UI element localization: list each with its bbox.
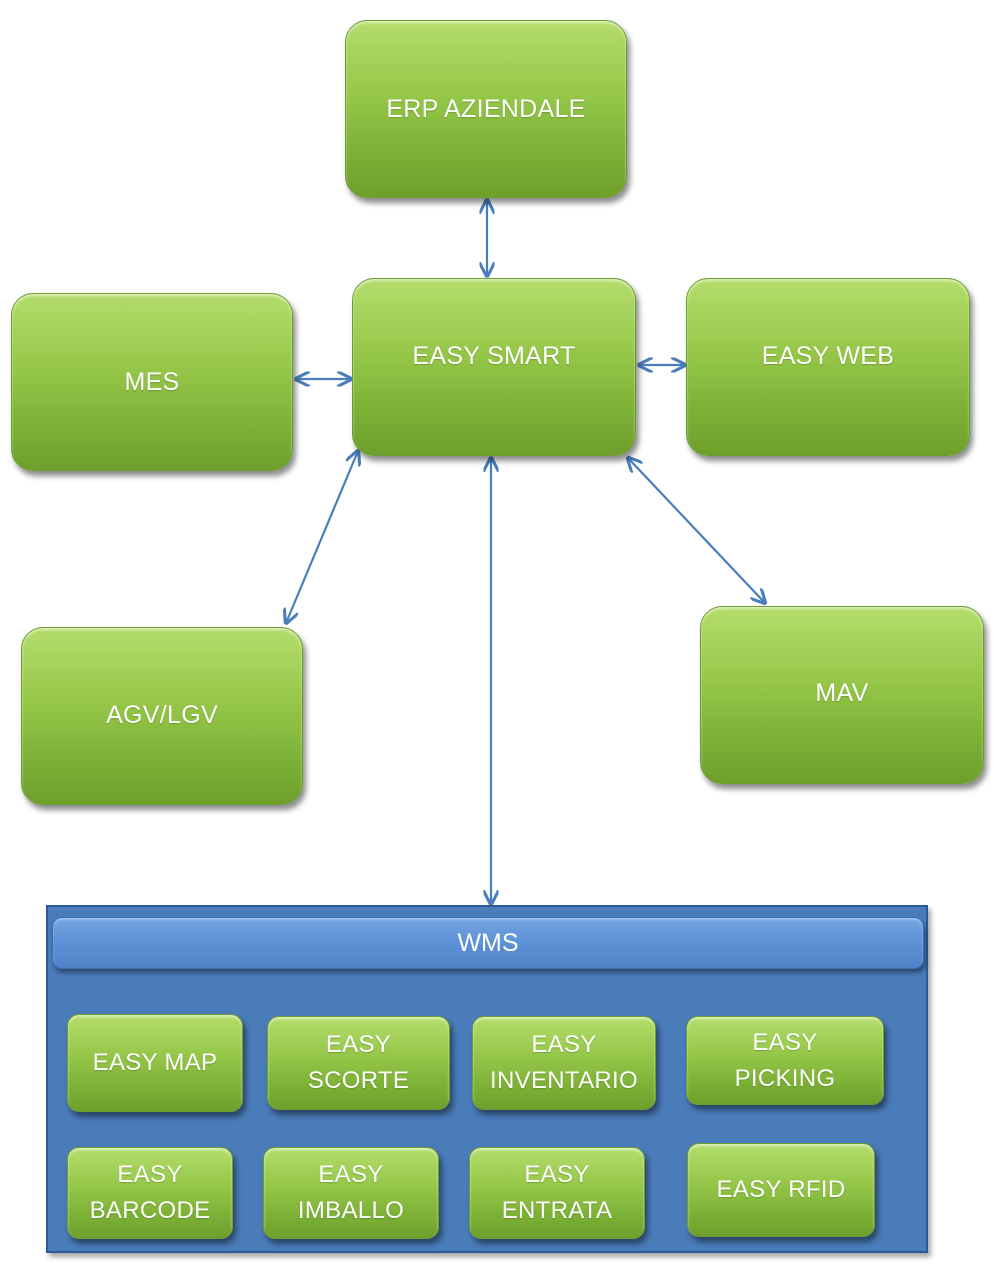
node-agv-lgv-label: AGV/LGV	[106, 701, 218, 729]
module-easy-picking: EASY PICKING	[686, 1016, 884, 1105]
module-easy-imballo: EASY IMBALLO	[263, 1147, 439, 1239]
module-easy-inventario: EASY INVENTARIO	[472, 1016, 656, 1110]
node-easy-smart-label: EASY SMART	[412, 342, 576, 370]
module-easy-rfid-label: EASY RFID	[716, 1176, 846, 1203]
node-erp-aziendale: ERP AZIENDALE	[345, 20, 627, 198]
module-easy-barcode-label: EASY BARCODE	[89, 1161, 211, 1224]
node-agv-lgv: AGV/LGV	[21, 627, 303, 805]
module-easy-imballo-label: EASY IMBALLO	[297, 1161, 405, 1224]
module-easy-rfid: EASY RFID	[687, 1143, 875, 1237]
module-easy-scorte: EASY SCORTE	[267, 1016, 450, 1110]
wms-title: WMS	[457, 928, 519, 957]
module-easy-map-label: EASY MAP	[92, 1049, 218, 1076]
node-mes-label: MES	[124, 368, 180, 396]
node-mav-label: MAV	[815, 679, 869, 707]
module-easy-map: EASY MAP	[67, 1014, 243, 1112]
node-erp-aziendale-label: ERP AZIENDALE	[386, 95, 586, 123]
module-easy-barcode: EASY BARCODE	[67, 1147, 233, 1239]
arrow-easy-smart-agv	[286, 451, 358, 623]
node-easy-smart: EASY SMART	[352, 278, 636, 456]
module-easy-entrata: EASY ENTRATA	[469, 1147, 645, 1239]
module-easy-scorte-label: EASY SCORTE	[307, 1031, 410, 1094]
wms-header: WMS	[52, 917, 924, 969]
node-easy-web-label: EASY WEB	[761, 342, 895, 370]
arrow-easy-smart-mav	[628, 458, 765, 603]
node-mes: MES	[11, 293, 293, 471]
node-easy-web: EASY WEB	[686, 278, 970, 456]
module-easy-entrata-label: EASY ENTRATA	[501, 1161, 613, 1224]
module-easy-picking-label: EASY PICKING	[734, 1028, 836, 1092]
node-mav: MAV	[700, 606, 984, 784]
module-easy-inventario-label: EASY INVENTARIO	[490, 1031, 638, 1094]
